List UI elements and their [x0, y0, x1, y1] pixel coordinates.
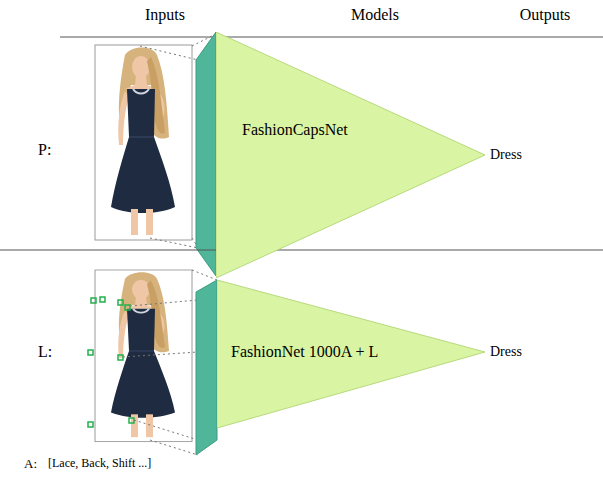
output-label: Dress: [490, 147, 522, 163]
attribute-list: [Lace, Back, Shift ...]: [48, 457, 151, 471]
triangle-shape: [216, 32, 485, 278]
row-separator: [0, 250, 603, 251]
triangle-shape: [217, 280, 485, 428]
header-rule: [60, 37, 603, 38]
triangle-outline: [216, 32, 485, 278]
model-name: FashionCapsNet: [242, 121, 348, 139]
projection-lines: [123, 270, 217, 455]
input-layer: [196, 32, 216, 276]
row-label: L:: [38, 343, 52, 361]
column-header: Models: [351, 6, 399, 24]
landmark-points: [88, 297, 134, 427]
column-header: Outputs: [520, 6, 571, 24]
output-label: Dress: [490, 344, 522, 360]
input-layer: [196, 280, 217, 455]
model-name: FashionNet 1000A + L: [231, 343, 378, 361]
input-photo: [95, 45, 192, 240]
model-block: FashionNet 1000A + L: [217, 280, 485, 428]
row-label: P:: [38, 141, 51, 159]
column-header: Inputs: [145, 6, 185, 24]
row-label: A:: [24, 457, 37, 472]
model-block: FashionCapsNet: [216, 32, 485, 278]
